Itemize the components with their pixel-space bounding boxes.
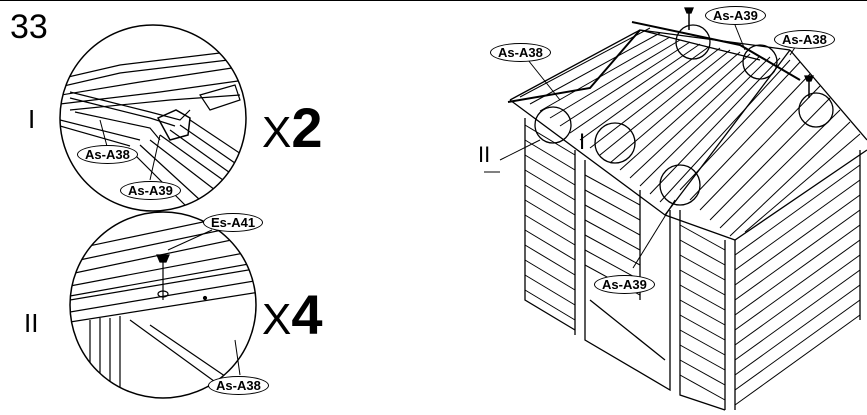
detail-two-part-label-a38: As-A38 bbox=[208, 376, 269, 395]
detail-two-circle bbox=[69, 211, 257, 399]
shed-part-label-a38-right: As-A38 bbox=[774, 30, 835, 49]
detail-one-quantity: X2 bbox=[262, 100, 323, 156]
shed-part-label-a38-left: As-A38 bbox=[490, 43, 551, 62]
detail-two-part-label-a41: Es-A41 bbox=[203, 213, 264, 232]
detail-one-part-label-a39: As-A39 bbox=[120, 181, 181, 200]
detail-two-roman-label: II bbox=[24, 308, 39, 338]
shed-callout-roman-two: II bbox=[478, 142, 491, 167]
shed-callout-roman-one: I bbox=[579, 129, 586, 154]
shed-part-label-a39-center: As-A39 bbox=[594, 275, 655, 294]
shed-part-label-a39-top: As-A39 bbox=[705, 6, 766, 25]
detail-two-quantity-x: X bbox=[262, 295, 292, 344]
detail-two-quantity: X4 bbox=[262, 287, 323, 343]
detail-one-circle bbox=[59, 24, 247, 212]
step-number: 33 bbox=[10, 8, 48, 46]
detail-one-quantity-x: X bbox=[262, 108, 292, 157]
shed-illustration bbox=[484, 7, 867, 411]
detail-one-part-label-a38: As-A38 bbox=[77, 145, 138, 164]
detail-one-quantity-number: 2 bbox=[291, 96, 323, 159]
detail-two-quantity-number: 4 bbox=[291, 283, 323, 346]
detail-one-roman-label: I bbox=[28, 104, 36, 134]
